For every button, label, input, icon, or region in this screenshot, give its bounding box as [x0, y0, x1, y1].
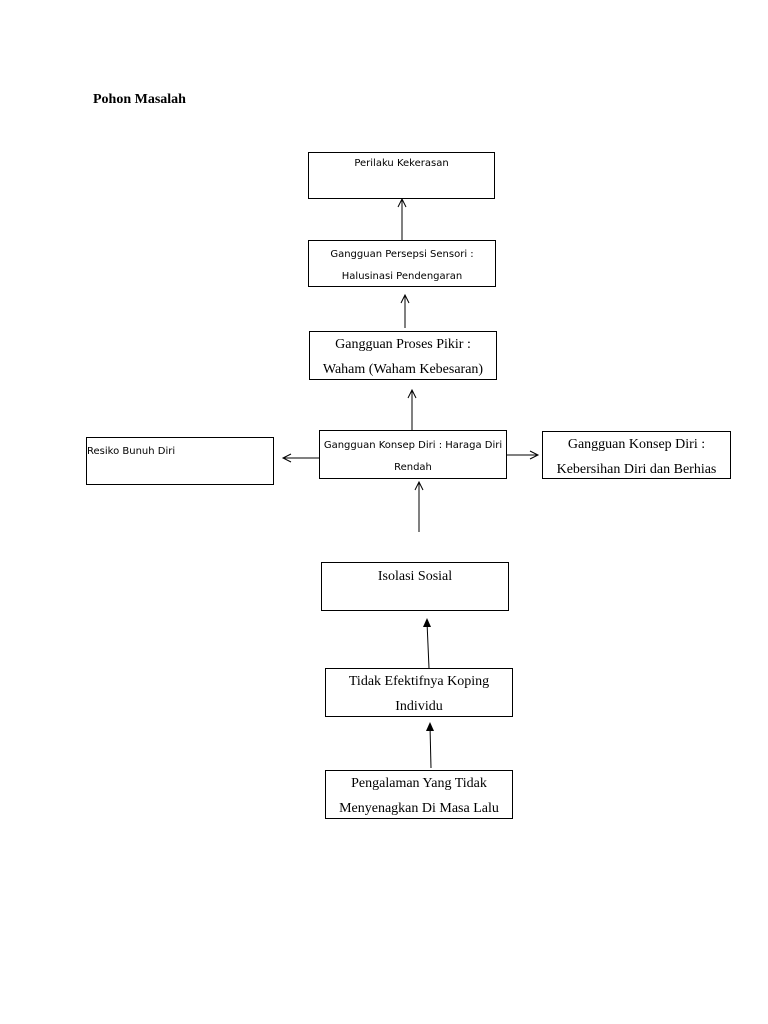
node-perilaku-kekerasan: Perilaku Kekerasan [308, 152, 495, 199]
node-text-line: Gangguan Konsep Diri : [567, 437, 706, 452]
node-gangguan-proses-pikir: Gangguan Proses Pikir : Waham (Waham Keb… [309, 331, 497, 380]
node-text-line: Menyenagkan Di Masa Lalu [339, 801, 499, 816]
arrowhead-konsep-diri-to-kebersihan [529, 450, 540, 460]
arrowhead-lower-to-konsep-diri [414, 480, 424, 491]
arrow-koping-to-isolasi [426, 621, 430, 669]
node-text-line: Gangguan Konsep Diri : Haraga Diri [323, 440, 503, 451]
node-text-line: Resiko Bunuh Diri [87, 446, 176, 457]
node-text-line: Gangguan Persepsi Sensori : [330, 249, 474, 260]
node-isolasi-sosial: Isolasi Sosial [321, 562, 509, 611]
node-text-line: Pengalaman Yang Tidak [351, 776, 487, 791]
node-text-line: Kebersihan Diri dan Berhias [556, 462, 717, 477]
arrowhead-proses-pikir-to-persepsi [400, 293, 410, 304]
arrowhead-konsep-diri-to-resiko [281, 453, 292, 463]
node-resiko-bunuh-diri: Resiko Bunuh Diri [86, 437, 274, 485]
node-text-line: Individu [395, 699, 443, 714]
node-text-line: Isolasi Sosial [377, 569, 453, 584]
node-text-line: Perilaku Kekerasan [354, 158, 449, 169]
node-text-line: Rendah [394, 462, 432, 473]
arrowhead-persepsi-to-kekerasan [397, 197, 407, 208]
arrowhead-koping-to-isolasi [423, 618, 431, 627]
node-gangguan-kebersihan-diri: Gangguan Konsep Diri : Kebersihan Diri d… [542, 431, 731, 479]
node-text-line: Tidak Efektifnya Koping [348, 674, 490, 689]
node-text-line: Waham (Waham Kebesaran) [322, 362, 484, 377]
page-title: Pohon Masalah [93, 92, 186, 107]
node-text-line: Gangguan Proses Pikir : [335, 337, 471, 352]
node-gangguan-persepsi-sensori: Gangguan Persepsi Sensori : Halusinasi P… [308, 240, 496, 287]
node-gangguan-konsep-diri: Gangguan Konsep Diri : Haraga Diri Renda… [319, 430, 507, 479]
arrow-pengalaman-to-koping [429, 725, 432, 769]
node-pengalaman-masa-lalu: Pengalaman Yang Tidak Menyenagkan Di Mas… [325, 770, 513, 819]
arrowhead-konsep-diri-to-proses-pikir [407, 388, 417, 399]
node-text-line: Halusinasi Pendengaran [341, 271, 463, 282]
arrowhead-pengalaman-to-koping [426, 722, 434, 731]
node-tidak-efektif-koping: Tidak Efektifnya Koping Individu [325, 668, 513, 717]
